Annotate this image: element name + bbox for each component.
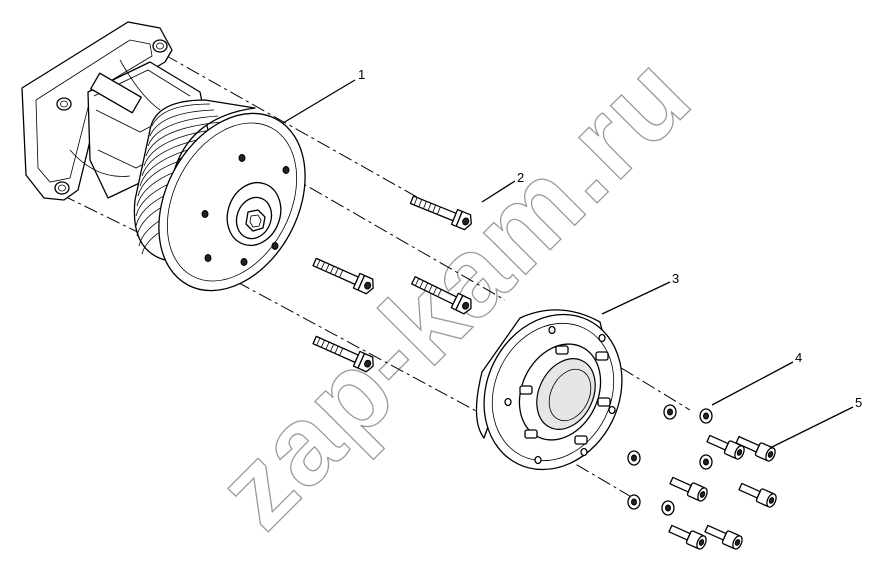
washer <box>699 408 713 424</box>
pulley-hub-flange <box>475 309 623 471</box>
washer <box>627 494 641 510</box>
callout-5: 5 <box>769 395 862 449</box>
socket-head-screw <box>738 482 777 508</box>
flange-bolt <box>409 195 472 231</box>
callout-3: 3 <box>601 271 679 315</box>
washer <box>661 500 675 516</box>
callout-label-3: 3 <box>672 271 679 286</box>
callout-2: 2 <box>481 170 524 203</box>
callout-label-2: 2 <box>517 170 524 185</box>
socket-head-screw <box>735 435 776 462</box>
washer <box>627 450 641 466</box>
washer <box>663 404 677 420</box>
socket-head-screw <box>668 524 707 550</box>
socket-head-screw <box>706 434 745 460</box>
callout-label-4: 4 <box>795 350 802 365</box>
flange-bolt <box>312 257 374 295</box>
pump-pulley-assembly <box>21 21 306 292</box>
socket-head-screw <box>669 476 708 502</box>
watermark-text: zap-kam.ru <box>194 31 715 552</box>
callout-4: 4 <box>711 350 802 406</box>
callout-label-1: 1 <box>358 67 365 82</box>
washer <box>699 454 713 470</box>
flange-bolt <box>411 276 472 315</box>
socket-head-screw <box>704 524 743 550</box>
callout-label-5: 5 <box>855 395 862 410</box>
callout-1: 1 <box>282 67 365 124</box>
flange-bolt <box>312 335 374 373</box>
